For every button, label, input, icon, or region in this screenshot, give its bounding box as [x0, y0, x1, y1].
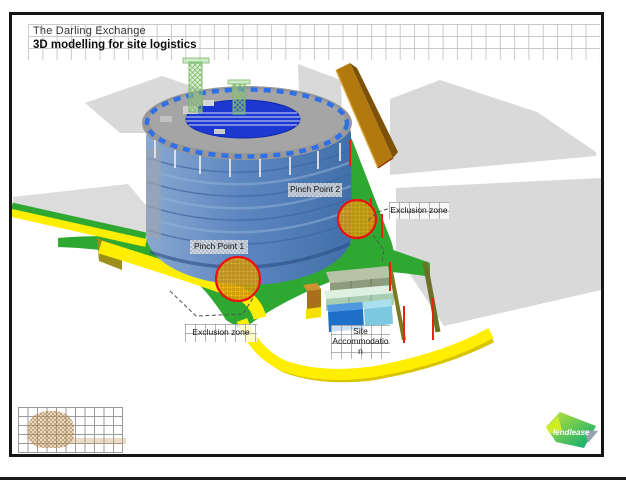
yellow-strip-left — [11, 209, 147, 247]
exclusion-zone-bottom-label: Exclusion zone — [185, 324, 257, 342]
tower-building — [142, 86, 352, 285]
exclusion-zone-right-label: Exclusion zone — [389, 202, 449, 219]
safety-poles — [349, 140, 441, 343]
green-strip-left — [11, 202, 147, 240]
building-core-gray — [146, 146, 161, 240]
model-thumbnail-blob — [28, 411, 74, 448]
drawing-frame — [9, 12, 604, 457]
pinch-point-1-label: Pinch Point 1 — [190, 240, 248, 254]
yellow-barrier — [236, 317, 494, 380]
title-block: The Darling Exchange 3D modelling for si… — [33, 25, 197, 51]
header-grid — [28, 24, 600, 60]
callout-lines — [169, 206, 395, 317]
pinch-point-2-label: Pinch Point 2 — [288, 183, 342, 197]
deck-posts — [154, 140, 341, 177]
project-title: The Darling Exchange — [33, 25, 146, 37]
tower-cranes — [182, 57, 251, 115]
logo-bright-fold — [546, 416, 562, 434]
logo-wordmark: lendlease — [553, 428, 590, 437]
footer-grid-block — [18, 407, 126, 453]
page-bottom-rule — [0, 477, 626, 480]
pinch-point-markers — [214, 198, 378, 303]
site-accommodation-blocks — [303, 266, 394, 332]
ramp — [335, 63, 398, 169]
lendlease-logo: lendlease — [546, 412, 598, 448]
brown-shed — [303, 283, 321, 291]
site-accommodation-label: Site Accommodation — [331, 325, 390, 359]
model-thumbnail-smear — [70, 438, 126, 444]
pinch-point-1-circle — [214, 255, 262, 303]
logo-gray-fold — [584, 430, 598, 443]
deck-edge-screens — [144, 87, 350, 159]
pinch-point-2-circle — [336, 198, 378, 240]
drawing-title: 3D modelling for site logistics — [33, 39, 197, 51]
